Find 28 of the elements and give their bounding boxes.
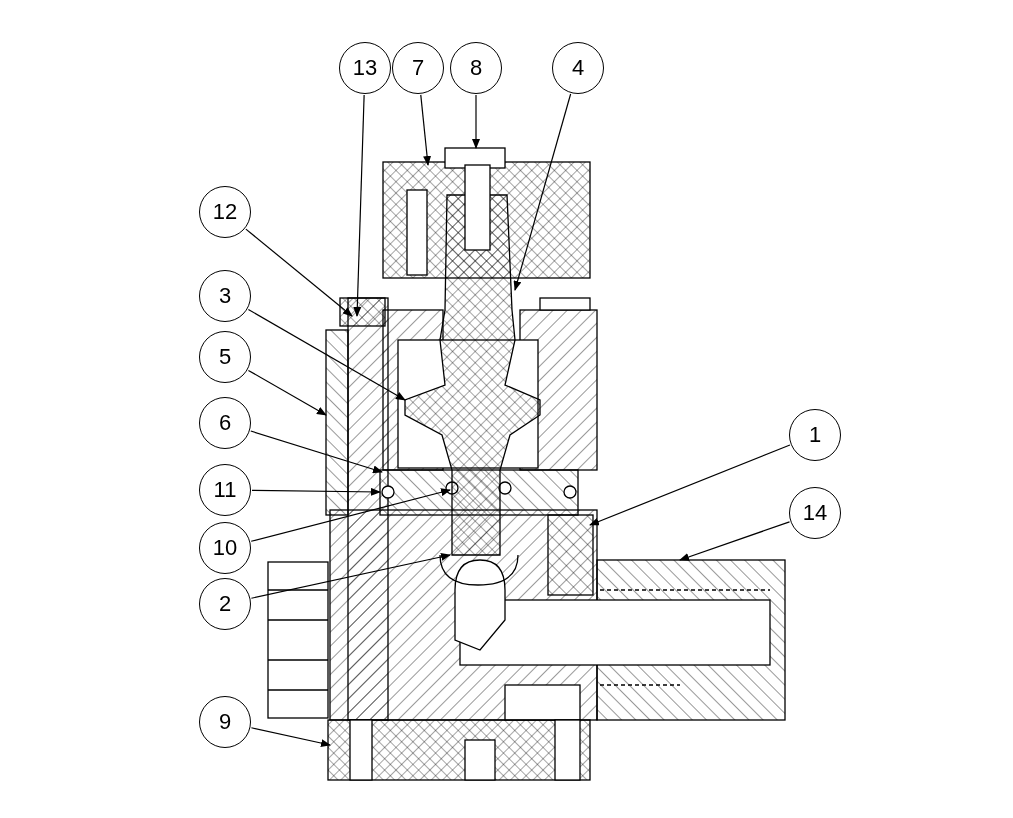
callout-number: 14 xyxy=(789,487,841,539)
callout-number: 9 xyxy=(199,696,251,748)
callout-number: 3 xyxy=(199,270,251,322)
callout-number: 2 xyxy=(199,578,251,630)
leader-line xyxy=(513,93,572,291)
callout-number: 12 xyxy=(199,186,251,238)
leader-line xyxy=(245,228,353,317)
leader-line xyxy=(420,94,432,166)
callout-number: 8 xyxy=(450,42,502,94)
callout-number: 4 xyxy=(552,42,604,94)
leader-line xyxy=(247,369,327,416)
callout-number: 10 xyxy=(199,522,251,574)
leader-line xyxy=(250,430,383,474)
callout-number: 5 xyxy=(199,331,251,383)
leader-line xyxy=(679,521,791,561)
leader-line xyxy=(250,553,451,599)
callout-number: 13 xyxy=(339,42,391,94)
callout-number: 1 xyxy=(789,409,841,461)
callout-number: 7 xyxy=(392,42,444,94)
leader-line xyxy=(589,444,791,526)
leader-line xyxy=(247,308,406,401)
leader-line xyxy=(250,488,451,542)
leader-line xyxy=(472,94,480,149)
leader-line xyxy=(353,94,365,317)
callout-number: 6 xyxy=(199,397,251,449)
callout-number: 11 xyxy=(199,464,251,516)
leader-line xyxy=(250,727,331,747)
leader-line xyxy=(251,487,381,496)
